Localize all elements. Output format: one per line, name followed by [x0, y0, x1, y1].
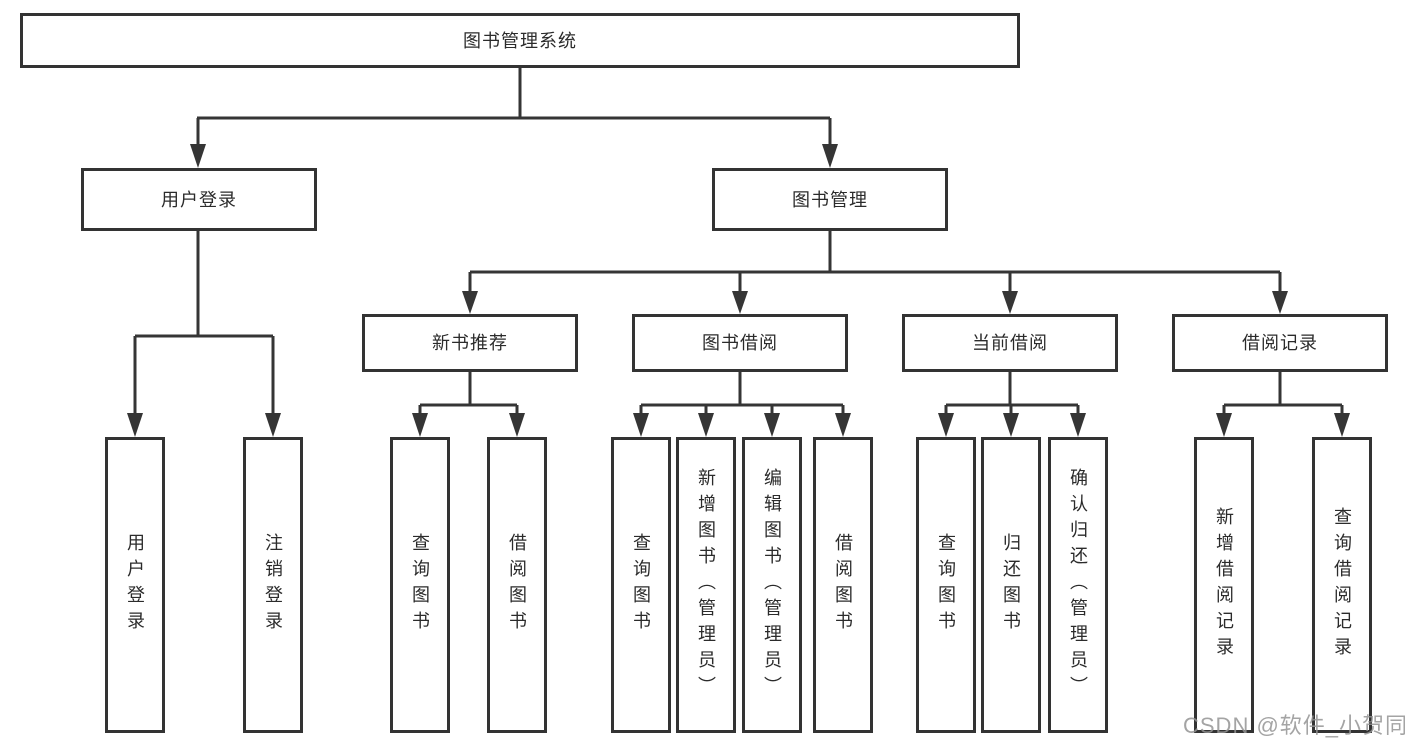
leaf-add-book-admin-label: 新增图书（管理员） [696, 468, 716, 702]
node-new-book-recommend-label: 新书推荐 [432, 333, 508, 353]
leaf-borrow-books-borrowing: 借阅图书 [813, 437, 873, 733]
node-root-system: 图书管理系统 [20, 13, 1020, 68]
node-current-borrowing-label: 当前借阅 [972, 333, 1048, 353]
csdn-watermark: CSDN @软件_小贺同学 [1183, 713, 1405, 738]
leaf-query-books-borrowing-label: 查询图书 [631, 533, 651, 637]
leaf-query-borrow-record: 查询借阅记录 [1312, 437, 1372, 733]
node-borrow-records-label: 借阅记录 [1242, 333, 1318, 353]
leaf-query-borrow-record-label: 查询借阅记录 [1332, 507, 1352, 663]
node-book-borrowing-label: 图书借阅 [702, 333, 778, 353]
leaf-borrow-books-recommend-label: 借阅图书 [507, 533, 527, 637]
connector-new-book-recommend [412, 372, 525, 437]
leaf-query-books-current-label: 查询图书 [936, 533, 956, 637]
leaf-edit-book-admin-label: 编辑图书（管理员） [762, 468, 782, 702]
connector-root-to-branches [190, 68, 838, 168]
connector-books-branch [462, 231, 1288, 314]
node-book-management-branch-label: 图书管理 [792, 189, 868, 210]
leaf-return-books: 归还图书 [981, 437, 1041, 733]
node-borrow-records: 借阅记录 [1172, 314, 1388, 372]
node-book-management-branch: 图书管理 [712, 168, 948, 231]
leaf-query-books-borrowing: 查询图书 [611, 437, 671, 733]
node-current-borrowing: 当前借阅 [902, 314, 1118, 372]
connector-borrow-records [1216, 372, 1350, 437]
leaf-user-login-label: 用户登录 [125, 533, 145, 637]
leaf-query-books-recommend-label: 查询图书 [410, 533, 430, 637]
leaf-logout: 注销登录 [243, 437, 303, 733]
leaf-logout-label: 注销登录 [263, 533, 283, 637]
leaf-edit-book-admin: 编辑图书（管理员） [742, 437, 802, 733]
node-root-label: 图书管理系统 [463, 30, 577, 51]
connector-user-branch [127, 231, 281, 437]
node-new-book-recommend: 新书推荐 [362, 314, 578, 372]
leaf-borrow-books-borrowing-label: 借阅图书 [833, 533, 853, 637]
node-book-borrowing: 图书借阅 [632, 314, 848, 372]
leaf-add-borrow-record: 新增借阅记录 [1194, 437, 1254, 733]
leaf-add-book-admin: 新增图书（管理员） [676, 437, 736, 733]
leaf-borrow-books-recommend: 借阅图书 [487, 437, 547, 733]
node-user-login-branch-label: 用户登录 [161, 189, 237, 210]
node-user-login-branch: 用户登录 [81, 168, 317, 231]
leaf-user-login: 用户登录 [105, 437, 165, 733]
leaf-return-books-label: 归还图书 [1001, 533, 1021, 637]
leaf-confirm-return-admin: 确认归还（管理员） [1048, 437, 1108, 733]
connector-book-borrowing [633, 372, 851, 437]
connector-current-borrowing [938, 372, 1086, 437]
leaf-query-books-recommend: 查询图书 [390, 437, 450, 733]
leaf-query-books-current: 查询图书 [916, 437, 976, 733]
leaf-confirm-return-admin-label: 确认归还（管理员） [1068, 468, 1088, 702]
leaf-add-borrow-record-label: 新增借阅记录 [1214, 507, 1234, 663]
